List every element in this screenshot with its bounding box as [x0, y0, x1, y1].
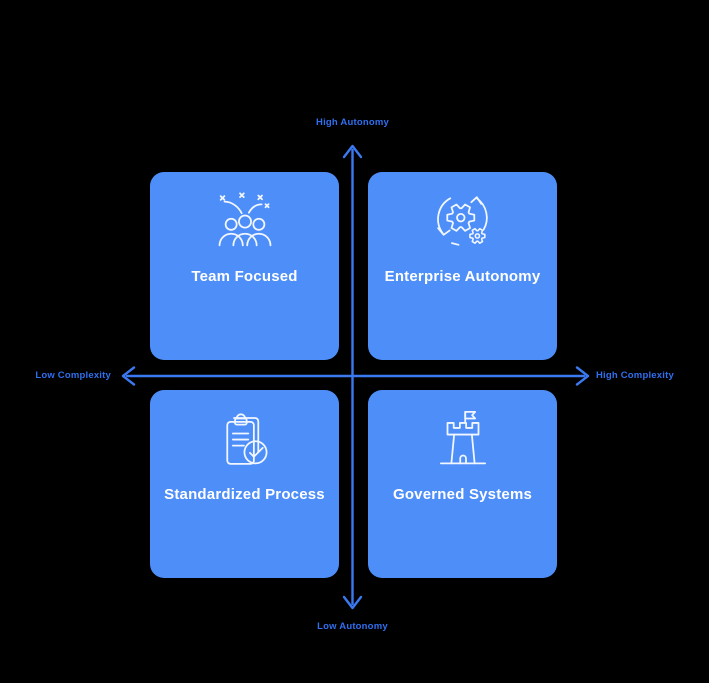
gears-sync-icon	[430, 188, 496, 254]
left-arrowhead-icon	[121, 366, 136, 386]
quadrant-card-team-focused: Team Focused	[150, 172, 339, 360]
quadrant-card-governed-systems: Governed Systems	[368, 390, 557, 578]
people-celebration-icon	[212, 188, 278, 254]
quadrant-title: Enterprise Autonomy	[384, 268, 541, 285]
quadrant-title: Standardized Process	[164, 486, 325, 503]
quadrant-card-standardized-process: Standardized Process	[150, 390, 339, 578]
quadrant-title: Governed Systems	[392, 486, 533, 503]
right-arrowhead-icon	[575, 366, 590, 386]
quadrant-card-enterprise-autonomy: Enterprise Autonomy	[368, 172, 557, 360]
axis-label-low-complexity: Low Complexity	[35, 370, 111, 381]
down-arrowhead-icon	[342, 595, 363, 610]
axis-label-high-complexity: High Complexity	[596, 370, 674, 381]
axis-label-high-autonomy: High Autonomy	[316, 117, 389, 128]
castle-icon	[430, 406, 496, 472]
clipboard-check-icon	[212, 406, 278, 472]
axis-label-low-autonomy: Low Autonomy	[317, 621, 388, 632]
quadrant-title: Team Focused	[191, 268, 298, 285]
up-arrowhead-icon	[342, 144, 363, 159]
